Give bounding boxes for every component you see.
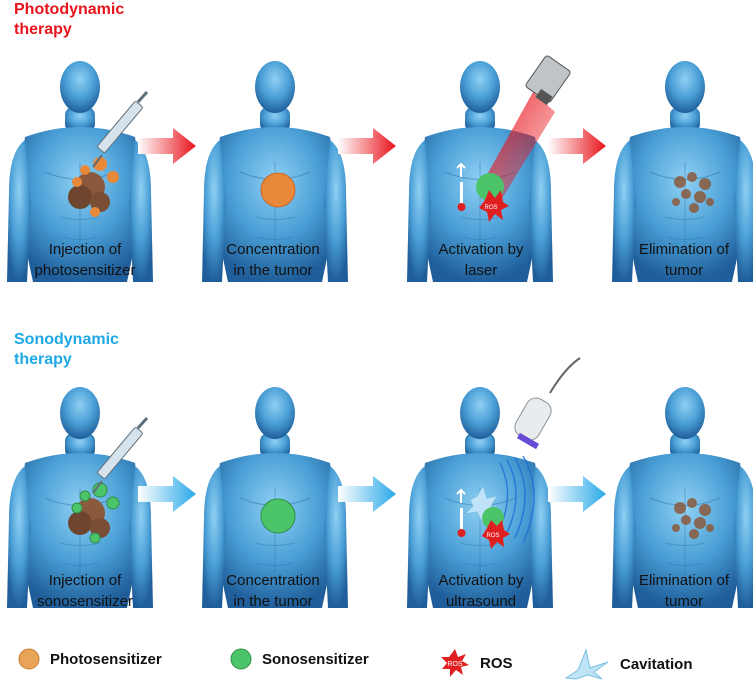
syringe-icon — [92, 416, 149, 494]
sdt-arrow-3 — [548, 476, 606, 512]
ros-badge-text: ROS — [486, 533, 499, 539]
sdt-figure-elimination — [610, 378, 753, 609]
legend: Photosensitizer Sonosensitizer ROS ROS C… — [0, 640, 753, 685]
pdt-figure-injection — [5, 52, 155, 283]
legend-item-cavitation: Cavitation — [562, 648, 693, 680]
ros-icon — [479, 190, 509, 222]
sonosensitizer-icon — [230, 648, 252, 670]
legend-label-cavitation: Cavitation — [620, 655, 693, 673]
pdt-figure-concentration — [200, 52, 350, 283]
activated-photosensitizer-icon — [476, 173, 504, 201]
legend-item-photosensitizer: Photosensitizer — [18, 648, 162, 670]
ros-badge-text: ROS — [484, 205, 497, 211]
laser-beam-icon — [483, 92, 555, 202]
concentrated-sonosensitizer-icon — [260, 498, 296, 534]
photodynamic-title: Photodynamic therapy — [14, 1, 125, 38]
pdt-caption-4: Elimination of tumor — [638, 241, 730, 279]
concentrated-photosensitizer-icon — [260, 172, 296, 208]
pdt-arrow-2 — [338, 128, 396, 164]
photosensitizer-icon — [18, 648, 40, 670]
sonodynamic-title: Sonodynamic therapy — [14, 331, 119, 368]
sdt-caption-3: Activation by ultrasound — [438, 572, 524, 610]
legend-label-ros: ROS — [480, 654, 513, 672]
sdt-arrow-1 — [138, 476, 196, 512]
legend-label-photosensitizer: Photosensitizer — [50, 650, 162, 668]
legend-label-sonosensitizer: Sonosensitizer — [262, 650, 369, 668]
pdt-caption-2: Concentration in the tumor — [226, 241, 320, 279]
sdt-arrow-2 — [338, 476, 396, 512]
eliminated-tumor-icon — [672, 172, 714, 213]
tumor-cluster-icon — [68, 498, 110, 538]
ros-icon — [482, 520, 510, 549]
activated-sonosensitizer-icon — [482, 507, 504, 529]
laser-device-icon — [525, 55, 571, 106]
pdt-figure-activation: ROS — [405, 52, 571, 283]
cavitation-icon — [564, 648, 609, 680]
pdt-arrow-1 — [138, 128, 196, 164]
legend-item-ros: ROS ROS — [440, 648, 513, 678]
sdt-figure-concentration — [200, 378, 350, 609]
sdt-caption-2: Concentration in the tumor — [226, 572, 320, 610]
sonosensitizer-particles-icon — [71, 482, 120, 544]
legend-item-sonosensitizer: Sonosensitizer — [230, 648, 369, 670]
pdt-caption-1: Injection of photosensitizer — [34, 241, 136, 279]
pdt-arrow-3 — [548, 128, 606, 164]
eliminated-tumor-icon — [672, 498, 714, 539]
syringe-icon — [92, 90, 149, 168]
sdt-caption-1: Injection of sonosensitizer — [37, 572, 133, 610]
sdt-figure-injection — [5, 378, 155, 609]
ros-legend-icon-text: ROS — [447, 661, 463, 668]
pdt-caption-3: Activation by laser — [438, 241, 524, 279]
ros-icon: ROS — [441, 649, 469, 677]
thermometer-icon — [456, 488, 466, 537]
ultrasound-probe-icon — [514, 357, 581, 450]
pdt-figure-elimination — [610, 52, 753, 283]
photosensitizer-particles-icon — [72, 157, 119, 217]
thermometer-icon — [456, 162, 466, 211]
sdt-caption-4: Elimination of tumor — [638, 572, 730, 610]
sdt-figure-activation: ROS — [405, 357, 581, 609]
